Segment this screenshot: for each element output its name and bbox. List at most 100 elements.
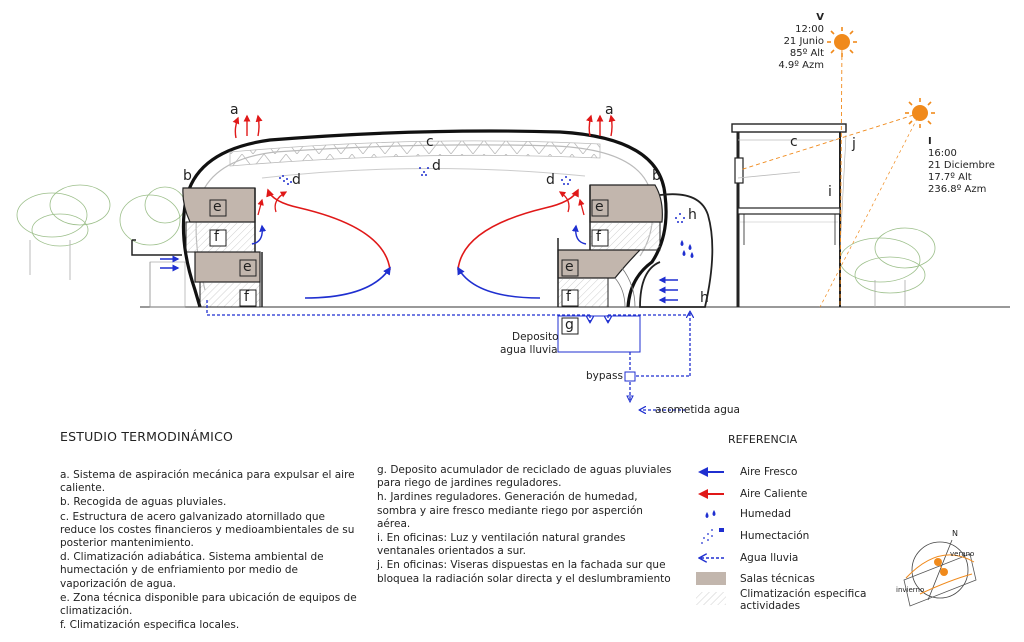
drops-icon [705,510,716,518]
label-i: i [828,184,832,200]
winter-time: 16:00 [928,148,957,159]
summer-sun-data: V 12:00 21 Junio 85º Alt 4.9º Azm [776,12,824,72]
label-g: g [565,317,574,333]
summer-azm: 4.9º Azm [778,60,824,71]
reference-specific-climate: Climatización especifica actividades [740,588,867,612]
summer-sun-icon [827,27,857,57]
reference-symbols [696,467,726,605]
legend-item-a: a. Sistema de aspiración mecánica para e… [60,469,355,495]
label-h-bottom: h [700,290,709,306]
agua-lluvia-label: agua lluvia [500,344,558,356]
label-d-center: d [432,158,441,174]
label-d-left: d [292,172,301,188]
drops-icon [680,240,694,258]
hatch-swatch-icon [696,592,726,605]
office-building [731,123,847,307]
reference-rainwater: Agua lluvia [740,552,799,564]
fresh-air-flow-left [304,266,391,299]
fresh-air-local-right [571,224,587,245]
meter-icon [626,395,634,404]
label-e-right-bottom: e [565,259,574,275]
legend-item-e: e. Zona técnica disponible para ubicació… [60,591,357,618]
reference-title: REFERENCIA [728,433,798,446]
legend-item-i: i. En oficinas: Luz y ventilación natura… [377,532,626,558]
fresh-air-local-left [251,224,267,245]
brown-swatch-icon [696,572,726,585]
legend-item-j: j. En oficinas: Viseras dispuestas en la… [377,559,671,585]
winter-sun-ray [739,112,921,171]
legend-item-h: h. Jardines reguladores. Generación de h… [377,491,643,530]
summer-mark: V [816,12,824,23]
legend-item-b: b. Recogida de aguas pluviales. [60,496,227,509]
winter-date: 21 Diciembre [928,160,995,171]
legend-item-c: c. Estructura de acero galvanizado atorn… [60,510,355,550]
spray-icon [701,528,724,544]
label-a-right: a [605,102,614,118]
tank-label-box [561,317,579,335]
invierno-label: invierno [896,586,925,594]
hot-air-up-left [257,198,264,216]
compass-diagram [903,539,977,607]
hot-air-small-left [274,191,288,213]
right-technical-block [557,184,663,308]
label-e-right-top: e [595,199,604,215]
tree-left [16,184,186,280]
hot-air-flow-left [266,188,391,271]
label-b-left: b [183,168,192,184]
summer-sun-ray [839,41,843,308]
summer-alt: 85º Alt [789,48,824,59]
label-c: c [426,134,434,150]
hot-air-flow-right [457,188,579,271]
legend-left: a. Sistema de aspiración mecánica para e… [60,469,360,633]
fresh-air-garden [658,276,678,304]
legend-item-d: d. Climatización adiabática. Sistema amb… [60,551,324,590]
deposito-label: Deposito [512,331,559,343]
winter-alt: 17.7º Alt [928,172,972,183]
spray-icon [279,167,685,223]
label-f-left-bottom: f [244,289,249,305]
label-f-right-top: f [596,229,601,245]
label-a-left: a [230,102,239,118]
summer-date: 21 Junio [783,36,824,47]
label-f-left-top: f [214,229,219,245]
fresh-air-entrance [160,255,180,272]
label-e-left-bottom: e [243,259,252,275]
left-technical-block [182,187,263,308]
page-title: ESTUDIO TERMODINÁMICO [60,429,234,444]
winter-sun-icon [905,98,935,128]
reference-technical-rooms: Salas técnicas [740,573,815,585]
verano-label: verano [950,550,975,558]
reference-humidification: Humectación [740,530,810,542]
legend-right: g. Deposito acumulador de reciclado de a… [377,464,677,587]
summer-time: 12:00 [795,24,824,35]
regulating-garden [639,193,714,308]
legend-item-f: f. Climatización especifica locales. [60,619,240,632]
entrance-canopy [131,239,186,308]
hot-air-exhaust-right [586,114,616,137]
rainwater-tank [557,315,641,353]
hot-air-exhaust-left [232,114,263,139]
reference-hot-air: Aire Caliente [740,488,808,500]
hot-air-small-right [558,191,570,213]
label-j: j [852,136,856,152]
bypass-label: bypass [586,370,623,382]
reference-humidity: Humedad [740,508,792,520]
bypass-valve-icon [624,371,636,382]
label-f-right-bottom: f [566,289,571,305]
hot-air-up-right [578,198,585,216]
label-h-top: h [688,207,697,223]
label-b-right: b [652,168,661,184]
roof-truss [229,140,601,167]
legend-item-g: g. Deposito acumulador de reciclado de a… [377,464,672,490]
rainwater-pipes [206,300,690,410]
roof-lower-chord [261,167,586,179]
compass-n-label: N [952,529,958,538]
tree-right [839,227,936,307]
reference-fresh-air: Aire Fresco [740,466,798,478]
label-e-left-top: e [213,199,222,215]
winter-azm: 236.8º Azm [928,184,987,195]
winter-mark: I [928,136,932,147]
fresh-air-flow-right [457,266,541,299]
label-d-right: d [546,172,555,188]
